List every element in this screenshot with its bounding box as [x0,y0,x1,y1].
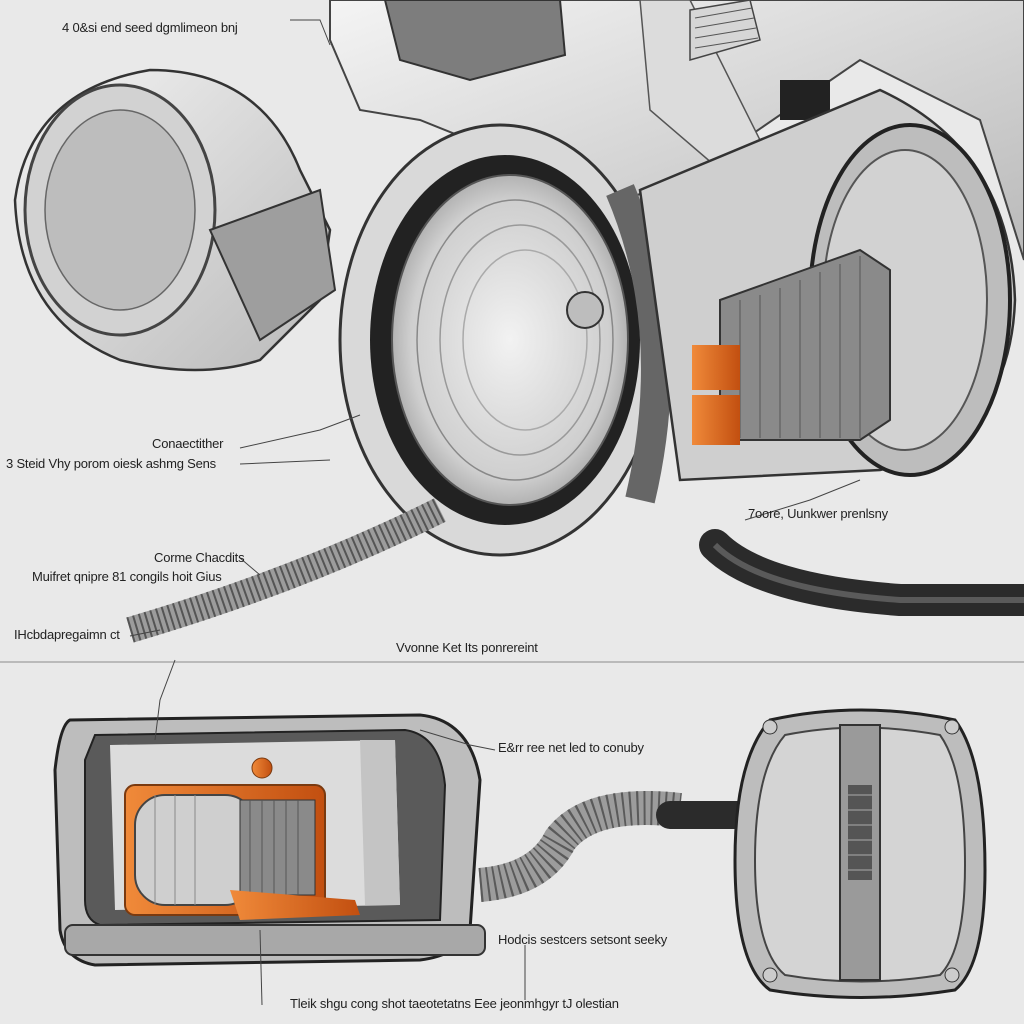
vent-grille [689,0,761,61]
corrugated-hose [126,498,446,643]
motor-unit [124,757,360,920]
canister-cutaway [53,713,486,967]
front-ring [338,123,671,557]
side-cap [13,68,337,372]
leader-lines-bottom [154,659,526,1006]
callout-3: IHcbdapregaimn ct [14,627,120,642]
bottom-hose [478,791,759,902]
callout-6: Hodcis sestcers setsont seeky [498,932,668,947]
callout-2-title: Corme Chacdits [154,550,245,565]
leader-lines-top [129,19,861,637]
callout-5: E&rr ree net led to conuby [498,740,644,755]
top-callout: 4 0&si end seed dgmlimeon bnj [62,20,238,35]
divider-caption: Vvonne Ket Its ponrereint [396,640,538,655]
filter-cylinder [638,88,1017,482]
round-canister [733,708,987,999]
callout-1-title: Conaectither [152,436,224,451]
callout-2-desc: Muifret qnipre 81 congils hoit Gius [32,569,222,584]
callout-4: 7oore, Uunkwer prenlsny [748,506,888,521]
bottom-caption: Tleik shgu cong shot taeotetatns Eee jeo… [290,996,619,1011]
callout-1-desc: 3 Steid Vhy porom oiesk ashmg Sens [6,456,216,471]
